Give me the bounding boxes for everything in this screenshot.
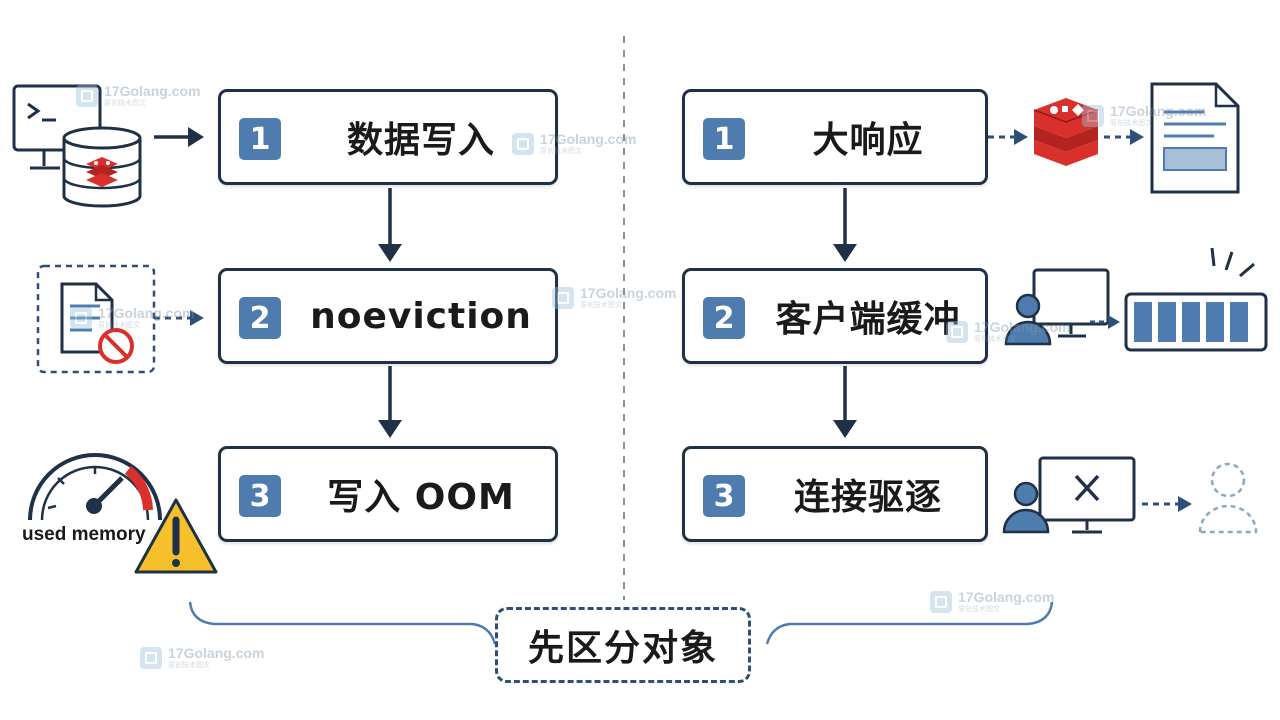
step-number-badge: 1 bbox=[239, 118, 281, 160]
arrow-to-step-2 bbox=[154, 310, 204, 326]
arrow-from-step-1 bbox=[988, 129, 1028, 145]
step-number-badge: 1 bbox=[703, 118, 745, 160]
blocked-document-icon bbox=[36, 264, 156, 374]
summary-bracket bbox=[188, 601, 1054, 645]
warning-icon bbox=[134, 498, 218, 574]
user-monitor-error-icon bbox=[1002, 456, 1136, 534]
step-label: 数据写入 bbox=[346, 120, 495, 161]
right-step-1: 1 大响应 bbox=[682, 89, 988, 185]
arrow-to-evicted-user bbox=[1142, 496, 1192, 512]
redis-database-icon bbox=[62, 126, 142, 208]
step-label: 大响应 bbox=[812, 120, 924, 161]
step-label: noeviction bbox=[310, 295, 532, 337]
step-label: 客户端缓冲 bbox=[775, 299, 961, 340]
left-step-3: 3 写入 OOM bbox=[218, 446, 558, 542]
arrow-to-buffer bbox=[1090, 315, 1120, 329]
right-flow-arrows bbox=[833, 188, 857, 438]
step-number-badge: 3 bbox=[239, 475, 281, 517]
step-number-badge: 2 bbox=[239, 297, 281, 339]
redis-stack-icon bbox=[1033, 98, 1099, 166]
left-step-2: 2 noeviction bbox=[218, 268, 558, 364]
user-monitor-icon bbox=[1004, 268, 1110, 346]
left-flow-arrows bbox=[378, 188, 402, 438]
step-number-badge: 3 bbox=[703, 475, 745, 517]
gauge-label: used memory bbox=[22, 524, 146, 545]
buffer-bar-icon bbox=[1124, 247, 1268, 352]
right-step-3: 3 连接驱逐 bbox=[682, 446, 988, 542]
step-label: 连接驱逐 bbox=[793, 477, 942, 518]
step-label: 写入 OOM bbox=[327, 477, 515, 518]
arrow-to-document bbox=[1104, 129, 1144, 145]
left-step-1: 1 数据写入 bbox=[218, 89, 558, 185]
evicted-user-icon bbox=[1198, 462, 1258, 534]
document-icon bbox=[1150, 82, 1240, 194]
gauge-icon bbox=[28, 453, 162, 521]
step-number-badge: 2 bbox=[703, 297, 745, 339]
arrow-to-step-1 bbox=[154, 127, 204, 147]
summary-box: 先区分对象 bbox=[495, 607, 751, 683]
right-step-2: 2 客户端缓冲 bbox=[682, 268, 988, 364]
